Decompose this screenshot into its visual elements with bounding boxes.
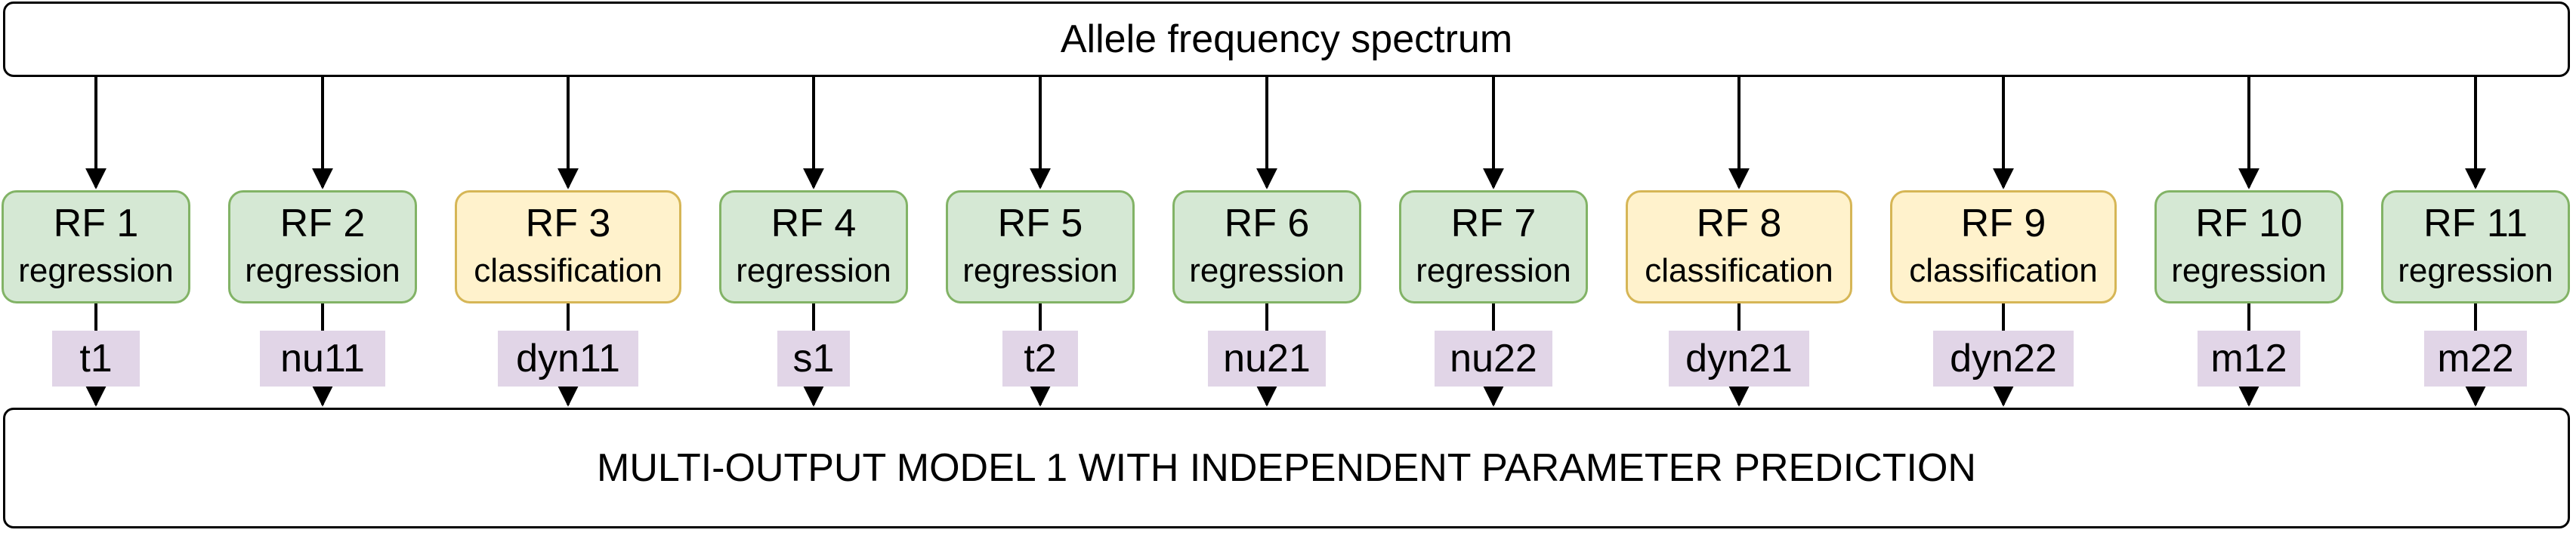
rf-type: regression <box>2171 252 2327 289</box>
rf-type: regression <box>245 252 400 289</box>
rf-type: regression <box>962 252 1118 289</box>
param-label-7: nu22 <box>1435 331 1552 387</box>
rf-box-5: RF 5 regression <box>946 190 1135 303</box>
rf-name: RF 4 <box>771 202 857 245</box>
rf-name: RF 5 <box>997 202 1083 245</box>
param-label-2: nu11 <box>260 331 385 387</box>
rf-type: classification <box>1909 252 2098 289</box>
rf-name: RF 7 <box>1450 202 1537 245</box>
param-label-5: t2 <box>1002 331 1078 387</box>
rf-type: regression <box>1416 252 1571 289</box>
param-label-8: dyn21 <box>1669 331 1809 387</box>
input-box: Allele frequency spectrum <box>3 2 2570 77</box>
rf-type: regression <box>736 252 891 289</box>
rf-box-7: RF 7 regression <box>1399 190 1588 303</box>
rf-name: RF 3 <box>525 202 611 245</box>
output-label: MULTI-OUTPUT MODEL 1 WITH INDEPENDENT PA… <box>597 446 1976 490</box>
rf-name: RF 9 <box>1960 202 2046 245</box>
param-label-11: m22 <box>2424 331 2527 387</box>
rf-name: RF 6 <box>1224 202 1310 245</box>
rf-type: classification <box>474 252 663 289</box>
rf-type: classification <box>1645 252 1833 289</box>
rf-box-2: RF 2 regression <box>228 190 417 303</box>
rf-name: RF 8 <box>1696 202 1782 245</box>
rf-box-6: RF 6 regression <box>1172 190 1361 303</box>
rf-box-11: RF 11 regression <box>2381 190 2570 303</box>
rf-name: RF 11 <box>2423 202 2528 245</box>
input-label: Allele frequency spectrum <box>1060 17 1513 61</box>
param-label-6: nu21 <box>1208 331 1326 387</box>
rf-box-10: RF 10 regression <box>2154 190 2343 303</box>
output-box: MULTI-OUTPUT MODEL 1 WITH INDEPENDENT PA… <box>3 408 2570 528</box>
rf-box-3: RF 3 classification <box>455 190 681 303</box>
param-label-4: s1 <box>777 331 850 387</box>
param-label-1: t1 <box>52 331 140 387</box>
rf-type: regression <box>2398 252 2553 289</box>
rf-name: RF 1 <box>53 202 139 245</box>
param-label-9: dyn22 <box>1933 331 2074 387</box>
rf-box-4: RF 4 regression <box>719 190 908 303</box>
param-label-3: dyn11 <box>498 331 638 387</box>
rf-box-8: RF 8 classification <box>1626 190 1852 303</box>
rf-type: regression <box>18 252 174 289</box>
rf-type: regression <box>1189 252 1345 289</box>
rf-box-1: RF 1 regression <box>2 190 190 303</box>
param-label-10: m12 <box>2198 331 2300 387</box>
rf-name: RF 2 <box>280 202 366 245</box>
rf-name: RF 10 <box>2195 202 2303 245</box>
rf-box-9: RF 9 classification <box>1890 190 2117 303</box>
